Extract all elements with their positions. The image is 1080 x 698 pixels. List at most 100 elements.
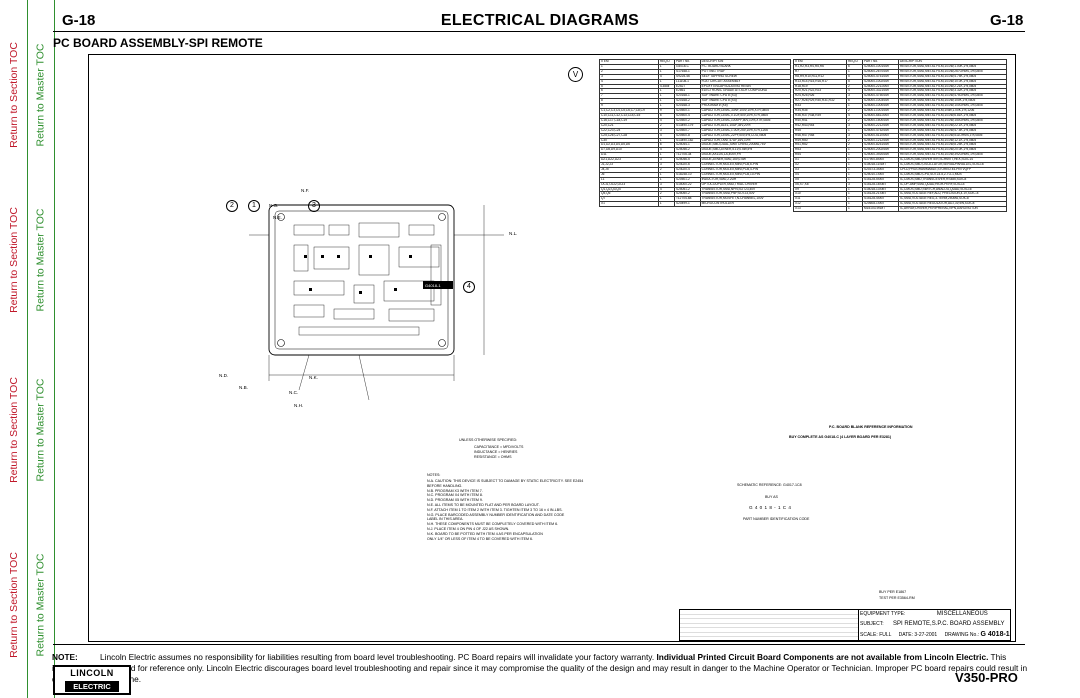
return-master-toc-link-2[interactable]: Return to Master TOC bbox=[34, 208, 47, 312]
notes-title: NOTES: bbox=[427, 473, 441, 477]
dim-label-nl: N.L. bbox=[509, 231, 518, 236]
pcb-drawing: G4018-1 bbox=[249, 204, 504, 401]
note-line: ONLY 1/4" OR LESS OF ITEM 4 TO BE COVERE… bbox=[427, 536, 534, 541]
svg-text:G4018-1: G4018-1 bbox=[425, 283, 441, 288]
note-line: N.F. ATTACH ITEM 1 TO ITEM 2 WITH ITEM 3… bbox=[427, 507, 563, 512]
table-cell: 1 bbox=[657, 201, 675, 208]
table-cell: MICROCONTROLLER bbox=[699, 201, 792, 208]
note-line: N.C. PROGRAM X4 WITH ITEM 8. bbox=[427, 493, 483, 498]
scale-value: FULL bbox=[879, 632, 892, 638]
page-title: ELECTRICAL DIAGRAMS bbox=[440, 12, 640, 29]
dim-label-ne: N.E. bbox=[273, 215, 282, 220]
callout-1: 1 bbox=[248, 200, 260, 212]
date-value: 3-27-2001 bbox=[914, 632, 938, 638]
part-number-label: PART NUMBER IDENTIFICATION CODE bbox=[743, 517, 810, 521]
unless-line-1: CAPACITANCE = MFD/VOLTS bbox=[474, 445, 524, 449]
model-number: V350-PRO bbox=[955, 670, 1018, 685]
footer-rule bbox=[53, 644, 1025, 645]
header-rule bbox=[53, 31, 1025, 32]
return-section-toc-link-2[interactable]: Return to Section TOC bbox=[7, 207, 20, 313]
notes-list: N.A. CAUTION: THIS DEVICE IS SUBJECT TO … bbox=[427, 479, 583, 541]
table-cell: S20499-1 bbox=[673, 201, 701, 208]
note-line: N.K. BOARD TO BE POTTED WITH ITEM 4 AS P… bbox=[427, 531, 543, 536]
callout-2: 2 bbox=[226, 200, 238, 212]
equipment-type-label: EQUIPMENT TYPE: bbox=[860, 611, 906, 617]
title-block-fineprint bbox=[680, 610, 859, 640]
subject-row: SUBJECT: SPI REMOTE,S.P.C. BOARD ASSEMBL… bbox=[860, 621, 1005, 627]
note-line: LABEL IN THIS AREA. bbox=[427, 517, 464, 522]
buy-per-1: BUY PER E1867 bbox=[879, 590, 907, 594]
note-line: N.H. THESE COMPONENTS MUST BE COMPLETELY… bbox=[427, 522, 559, 527]
dim-label-nd: N.D. bbox=[219, 373, 229, 378]
unless-line-3: RESISTANCE = OHMS bbox=[474, 455, 512, 459]
title-block: EQUIPMENT TYPE: MISCELLANEOUS SUBJECT: S… bbox=[679, 609, 1011, 641]
buy-as-label: BUY AS bbox=[765, 495, 778, 499]
date-label: DATE: bbox=[898, 632, 913, 638]
dim-label-ng: N.G. bbox=[269, 203, 279, 208]
note-line: N.A. CAUTION: THIS DEVICE IS SUBJECT TO … bbox=[427, 479, 584, 483]
note-line: N.D. PROGRAM X5 WITH ITEM 9. bbox=[427, 498, 483, 503]
disclaimer-note: NOTE:Lincoln Electric assumes no respons… bbox=[52, 652, 1032, 685]
schematic-reference: SCHEMATIC REFERENCE: G4017-1C8 bbox=[737, 483, 802, 487]
callout-3: 3 bbox=[308, 200, 320, 212]
parts-list-right: ITEM REQ'D PART No. DESCRIPTION R1,R2,R3… bbox=[793, 59, 1008, 213]
logo-top-text: LINCOLN bbox=[70, 668, 114, 678]
note-bold: Individual Printed Circuit Board Compone… bbox=[656, 652, 989, 662]
table-cell: X1 bbox=[599, 201, 659, 208]
page-subtitle: PC BOARD ASSEMBLY-SPI REMOTE bbox=[53, 36, 263, 50]
master-toc-column: Return to Master TOC Return to Master TO… bbox=[27, 0, 55, 698]
table-cell: 1 bbox=[846, 206, 863, 213]
note-line: N.E. ALL ITEMS TO BE MOUNTED FLAT AND PE… bbox=[427, 502, 540, 507]
page-number-left: G-18 bbox=[62, 12, 96, 29]
scale-label: SCALE: bbox=[860, 632, 878, 638]
callout-4: 4 bbox=[463, 281, 475, 293]
return-master-toc-link-4[interactable]: Return to Master TOC bbox=[34, 553, 47, 657]
dim-label-nf: N.F. bbox=[301, 188, 310, 193]
logo-bottom-text: ELECTRIC bbox=[65, 681, 119, 692]
drawing-no-label: DRAWING No.: bbox=[944, 632, 980, 638]
dim-label-nh: N.H. bbox=[294, 403, 304, 408]
unless-line-2: INDUCTANCE = HENRIES bbox=[474, 450, 518, 454]
return-section-toc-link-3[interactable]: Return to Section TOC bbox=[7, 377, 20, 483]
lincoln-electric-logo: LINCOLN ELECTRIC bbox=[53, 665, 131, 695]
note-line: N.B. PROGRAM X3 WITH ITEM 7. bbox=[427, 488, 483, 493]
return-master-toc-link-3[interactable]: Return to Master TOC bbox=[34, 378, 47, 482]
return-section-toc-link-1[interactable]: Return to Section TOC bbox=[7, 42, 20, 148]
subject-label: SUBJECT: bbox=[860, 621, 884, 627]
buy-complete-note: BUY COMPLETE AS G4018-C (4 LAYER BOARD P… bbox=[789, 435, 892, 439]
equipment-type-value: MISCELLANEOUS bbox=[936, 611, 988, 617]
section-toc-column: Return to Section TOC Return to Section … bbox=[0, 0, 28, 698]
table-cell: X13 bbox=[793, 206, 847, 213]
scale-row: SCALE: FULL DATE: 3-27-2001 DRAWING No.:… bbox=[860, 631, 1010, 638]
buy-per-2: TEST PER E3564-RM bbox=[879, 596, 915, 600]
note-line: BEFORE HANDLING. bbox=[427, 483, 463, 488]
note-text-1: Lincoln Electric assumes no responsibili… bbox=[100, 652, 657, 662]
unless-title: UNLESS OTHERWISE SPECIFIED: bbox=[459, 438, 518, 442]
revision-marker: V bbox=[568, 67, 583, 82]
table-cell: M15103-9SMT bbox=[861, 206, 899, 213]
table-cell: IC,ARRAY,DRIVER,PERIPHERAL,NPN,DARLINGTO… bbox=[897, 206, 1008, 213]
drawing-sheet: V G4018-1 bbox=[88, 54, 1016, 642]
part-code: G 4 0 1 8 - 1 C 4 bbox=[749, 505, 792, 510]
return-section-toc-link-4[interactable]: Return to Section TOC bbox=[7, 552, 20, 658]
subject-value: SPI REMOTE,S.P.C. BOARD ASSEMBLY bbox=[893, 621, 1005, 627]
page-number-right: G-18 bbox=[990, 12, 1024, 29]
note-line: N.J. PLACE ITEM 4 ON PIN 4 OF J22 AS SHO… bbox=[427, 526, 510, 531]
drawing-no-value: G 4018-1 bbox=[980, 631, 1010, 638]
note-line: N.G. PLACE BARCODED ASSEMBLY NUMBER IDEN… bbox=[427, 512, 565, 517]
equipment-type-row: EQUIPMENT TYPE: MISCELLANEOUS bbox=[860, 611, 988, 617]
return-master-toc-link-1[interactable]: Return to Master TOC bbox=[34, 43, 47, 147]
